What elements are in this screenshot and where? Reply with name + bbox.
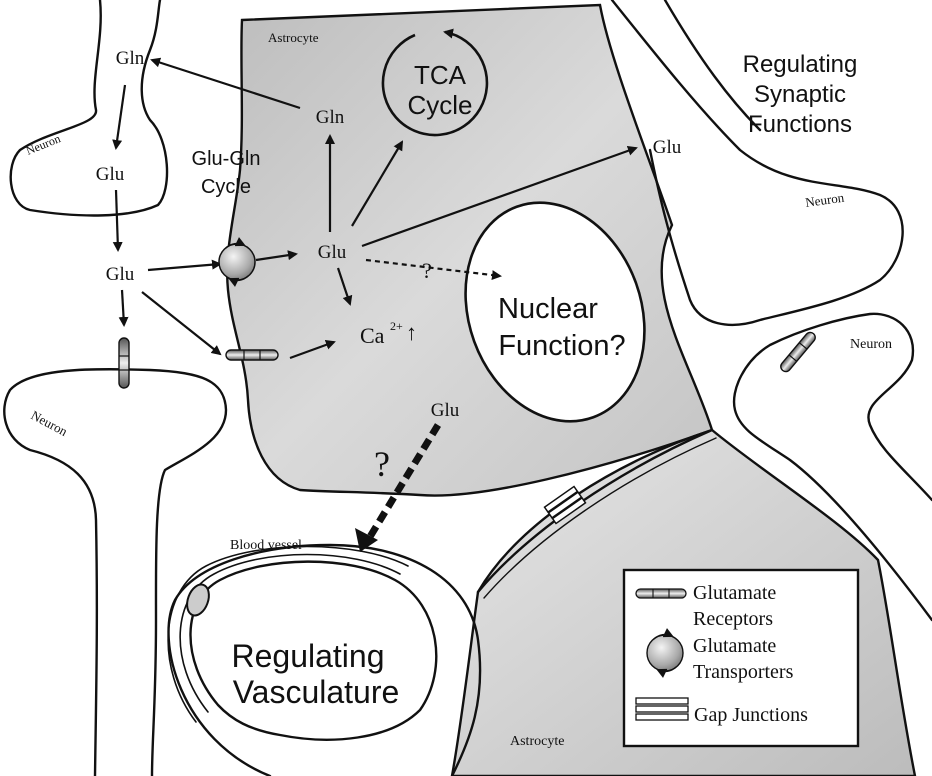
astrocyte-top-label: Astrocyte: [268, 30, 319, 45]
legend-transporters-line1: Glutamate: [693, 635, 776, 657]
neuron-right-upper-boundary: [663, 0, 762, 132]
neuron-top-right-label: Neuron: [804, 190, 845, 210]
legend-gap-junctions: Gap Junctions: [694, 704, 808, 726]
arrow-glu-to-outside: [361, 145, 638, 248]
nucleus: [464, 201, 646, 423]
glu-synapse-label: Glu: [106, 264, 135, 285]
arrow-glu-to-receptor: [118, 289, 129, 327]
glu-gln-cycle-line2: Cycle: [201, 176, 251, 198]
glu-neuron-label: Glu: [96, 164, 125, 185]
regulating-vasculature-line1: Regulating: [232, 638, 385, 674]
glutamate-transporter-symbol: [218, 237, 256, 287]
legend: Glutamate Receptors Glutamate Transporte…: [622, 568, 860, 748]
tca-cycle: TCA Cycle: [381, 28, 489, 137]
question-nuclear: ?: [422, 258, 432, 283]
regulating-synaptic-line1: Regulating: [743, 51, 858, 78]
arrow-glu-to-vessel-head: [355, 528, 378, 552]
glutamate-receptor-right-neuron: [780, 331, 816, 373]
astrocyte-junction-membrane-2: [483, 437, 717, 599]
arrow-glu-neuron-release: [112, 189, 123, 252]
legend-transporters-line2: Transporters: [693, 661, 794, 683]
regulating-synaptic-line3: Functions: [748, 111, 852, 138]
regulating-vasculature-line2: Vasculature: [233, 674, 400, 710]
neuron-top-left-label: Neuron: [24, 131, 63, 157]
arrow-transporter-to-glu: [255, 250, 298, 262]
nuclear-function-line1: Nuclear: [498, 293, 598, 325]
arrow-glu-to-transporter: [147, 259, 222, 272]
calcium-label: Ca 2+ ↑: [360, 319, 417, 348]
red-blood-cell: [186, 583, 210, 617]
glutamate-receptor-neuron: [118, 337, 130, 389]
legend-receptor-icon: [635, 588, 687, 599]
legend-receptors-line1: Glutamate: [693, 582, 776, 604]
neuron-right-label: Neuron: [850, 337, 892, 352]
neuron-top-right: [610, 0, 904, 327]
ca-up-arrow: ↑: [406, 320, 417, 345]
arrows: [112, 57, 638, 552]
neuron-right: [732, 312, 932, 622]
arrow-glu-to-ca: [336, 267, 353, 306]
legend-receptors-line2: Receptors: [693, 608, 773, 630]
ca-base: Ca: [360, 323, 385, 348]
ca-superscript: 2+: [390, 319, 403, 333]
gln-astrocyte-label: Gln: [316, 107, 345, 128]
question-vessel: ?: [374, 444, 390, 484]
astrocyte-upper-body: [226, 3, 714, 497]
tca-label-line2: Cycle: [407, 90, 472, 120]
arrow-glu-to-astro-receptor: [141, 291, 222, 356]
neuron-left-label: Neuron: [29, 407, 71, 439]
arrow-gln-astro-to-neuron: [150, 57, 301, 110]
glu-outside-label: Glu: [653, 137, 682, 158]
gln-neuron-label: Gln: [116, 48, 145, 69]
glu-astrocyte-label: Glu: [318, 242, 347, 263]
astrocyte-bottom-label: Astrocyte: [510, 734, 564, 749]
glutamate-receptor-astrocyte: [225, 349, 279, 361]
legend-transporter-icon: [646, 628, 684, 678]
neuron-top-left: [9, 0, 169, 217]
arrow-gln-to-glu-neuron: [112, 84, 127, 150]
legend-gap-junction-icon: [635, 697, 689, 721]
neuron-left: [3, 367, 228, 776]
arrow-glu-to-tca: [351, 140, 404, 227]
nuclear-function-line2: Function?: [498, 330, 625, 362]
blood-vessel: [167, 543, 482, 776]
arrow-glu-to-nucleus-dashed: [365, 258, 502, 281]
glu-lower-label: Glu: [431, 400, 460, 421]
tca-label-line1: TCA: [414, 60, 467, 90]
regulating-synaptic-line2: Synaptic: [754, 81, 846, 108]
arrow-glu-to-vessel-dashed: [365, 423, 441, 542]
gap-junction-symbol: [543, 485, 587, 525]
glu-gln-cycle-line1: Glu-Gln: [192, 148, 261, 170]
blood-vessel-label: Blood vessel: [230, 538, 302, 553]
arrow-receptor-to-ca: [289, 340, 336, 360]
